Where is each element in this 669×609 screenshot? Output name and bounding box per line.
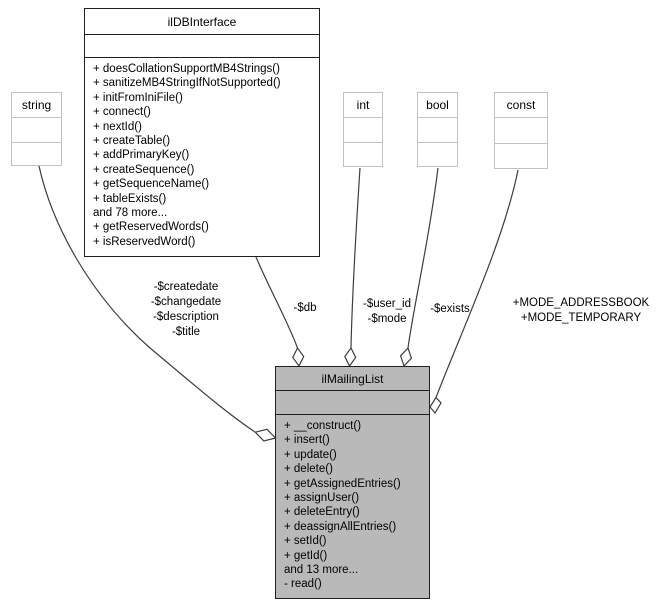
edge-label-line: -$exists (430, 303, 470, 315)
method-item: + deassignAllEntries() (284, 520, 397, 533)
method-item: + initFromIniFile() (93, 91, 183, 104)
type-title-bool: bool (418, 93, 457, 118)
method-item: + getReservedWords() (93, 221, 209, 234)
edge-string-to-ilmailinglist (38, 165, 256, 433)
method-item: + delete() (284, 463, 333, 476)
edge-label-string: -$createdate -$changedate -$description -$t… (130, 280, 242, 340)
edge-label-bool: -$exists (421, 302, 479, 317)
method-item: + insert() (284, 434, 330, 447)
method-item: + tableExists() (93, 192, 167, 205)
edge-label-int: -$user_id -$mode (352, 297, 422, 327)
edge-label-line: -$user_id (363, 298, 411, 310)
method-item: + isReservedWord() (93, 235, 196, 248)
method-item: + __construct() (284, 420, 362, 432)
edge-int-to-ilmailinglist (350, 167, 361, 349)
class-title-ilmailinglist: ilMailingList (276, 367, 429, 391)
method-item: + getId() (284, 549, 328, 562)
edge-label-line: -$description (153, 311, 219, 323)
edge-bool-to-ilmailinglist (407, 167, 439, 349)
edge-label-line: -$db (293, 302, 317, 314)
class-node-ildbinterface[interactable]: ilDBInterface + doesCollationSupportMB4S… (84, 8, 320, 257)
method-item: + setId() (284, 535, 327, 548)
method-item: + addPrimaryKey() (93, 149, 190, 162)
type-title-int: int (344, 93, 382, 118)
type-compartment-empty (418, 118, 457, 143)
aggregation-diamond-bool (399, 346, 413, 368)
aggregation-diamond-string (254, 428, 277, 442)
method-item: + createSequence() (93, 163, 195, 176)
edge-label-line: -$mode (367, 313, 407, 325)
method-item: + doesCollationSupportMB4Strings() (93, 63, 280, 75)
edge-label-line: -$changedate (150, 296, 222, 308)
method-item: + nextId() (93, 120, 142, 133)
type-node-string: string (11, 92, 62, 166)
edge-ildbinterface-to-ilmailinglist (255, 256, 299, 349)
method-item: + connect() (93, 106, 151, 119)
method-item: and 78 more... (93, 207, 168, 220)
type-node-const: const (494, 92, 548, 169)
aggregation-diamond-const (429, 396, 442, 415)
edge-const-to-ilmailinglist (435, 169, 519, 398)
edge-label-const: +MODE_ADDRESSBOOK +MODE_TEMPORARY (496, 296, 666, 326)
type-compartment-empty (495, 118, 547, 144)
class-node-ilmailinglist[interactable]: ilMailingList + __construct()+ insert()+… (275, 366, 430, 599)
method-item: + createTable() (93, 135, 171, 148)
method-item: + deleteEntry() (284, 506, 360, 519)
type-compartment-empty (12, 118, 61, 143)
method-item: + sanitizeMB4StringIfNotSupported() (93, 77, 281, 90)
type-title-const: const (495, 93, 547, 118)
method-item: + getSequenceName() (93, 178, 210, 191)
method-item: + getAssignedEntries() (284, 477, 401, 490)
type-node-bool: bool (417, 92, 458, 167)
edge-label-line: +MODE_TEMPORARY (520, 312, 642, 324)
edge-label-line: -$createdate (153, 281, 219, 293)
class-method-list: + doesCollationSupportMB4Strings() + sani… (85, 58, 319, 249)
method-item: - read() (284, 578, 322, 591)
type-title-string: string (12, 93, 61, 118)
type-compartment-empty (344, 118, 382, 143)
edge-label-line: +MODE_ADDRESSBOOK (512, 297, 650, 309)
class-attributes-empty (276, 391, 429, 415)
type-node-int: int (343, 92, 383, 167)
aggregation-diamond-ildbinterface (292, 346, 305, 368)
method-item: and 13 more... (284, 564, 359, 577)
class-method-list: + __construct() + insert()+ update() + del… (276, 415, 429, 592)
method-item: + update() (284, 448, 337, 461)
aggregation-diamond-int (344, 346, 357, 368)
class-attributes-empty (85, 35, 319, 58)
class-title-ildbinterface: ilDBInterface (85, 9, 319, 35)
edge-label-line: -$title (171, 326, 201, 338)
method-item: + assignUser() (284, 492, 360, 505)
edge-label-db: -$db (283, 301, 327, 316)
